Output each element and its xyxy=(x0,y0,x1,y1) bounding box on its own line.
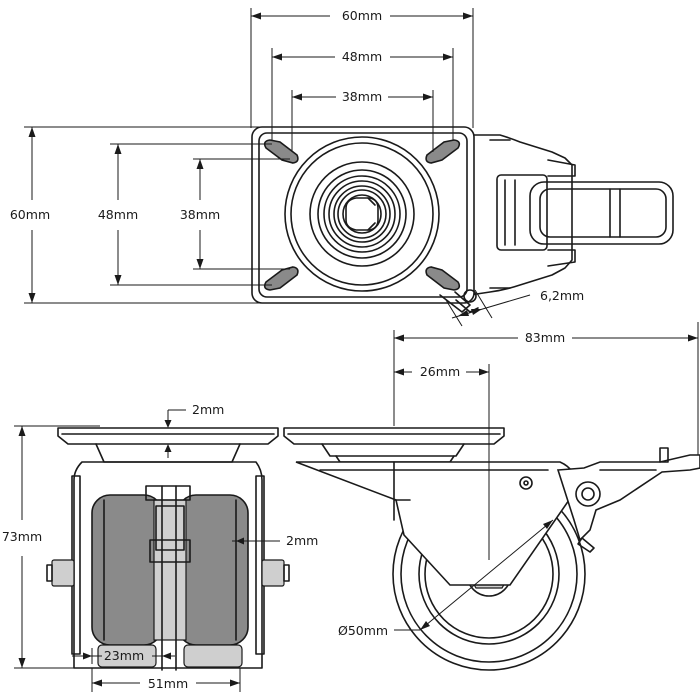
dim-wheel-diameter: Ø50mm xyxy=(338,623,388,638)
dim-hole-spacing-inner-vertical: 38mm xyxy=(180,207,220,222)
side-view xyxy=(283,427,700,671)
dim-total-width: 51mm xyxy=(148,676,188,691)
dim-hole-spacing-outer-vertical: 48mm xyxy=(98,207,138,222)
dim-wheel-gap: 2mm xyxy=(286,533,318,548)
top-view xyxy=(251,126,674,313)
dim-plate-height: 60mm xyxy=(10,207,50,222)
top-view-dimensions: 60mm 48mm 38mm 60mm 48mm xyxy=(10,8,584,327)
dim-plate-width: 60mm xyxy=(342,8,382,23)
side-view-dimensions: 83mm 26mm Ø50mm xyxy=(338,322,699,638)
dim-total-length: 83mm xyxy=(525,330,565,345)
dim-hole-spacing-inner: 38mm xyxy=(342,89,382,104)
dim-total-height: 73mm xyxy=(2,529,42,544)
front-view-dimensions: 2mm 2mm 73mm 23mm 51mm xyxy=(2,402,318,692)
dim-wheel-width: 23mm xyxy=(104,648,144,663)
mounting-slots xyxy=(263,139,461,291)
dim-swivel-offset: 26mm xyxy=(420,364,460,379)
dim-hole-spacing-outer: 48mm xyxy=(342,49,382,64)
front-wheels xyxy=(91,494,249,668)
front-view xyxy=(46,427,290,671)
dim-plate-thickness: 2mm xyxy=(192,402,224,417)
dim-offset: 6,2mm xyxy=(540,288,584,303)
